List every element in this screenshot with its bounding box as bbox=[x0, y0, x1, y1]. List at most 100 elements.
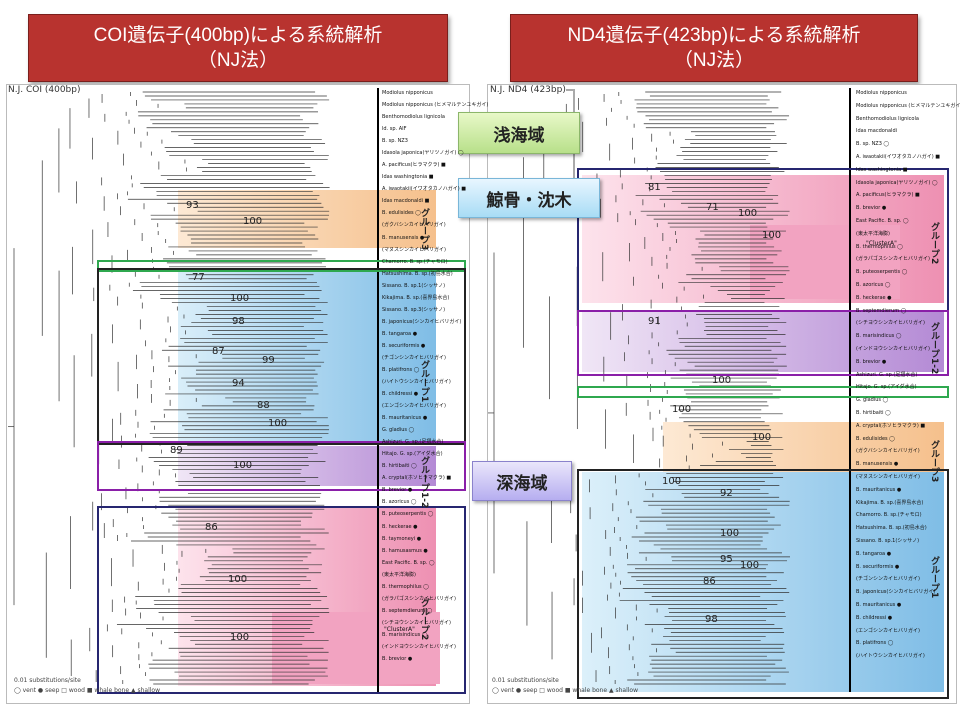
species-label: (ガクバシンカイヒバリガイ) bbox=[856, 448, 920, 455]
species-label: B. sp. NZ3 bbox=[382, 138, 408, 145]
species-label: B. japonicus(シンカイヒバリガイ) bbox=[856, 589, 936, 596]
species-label: A. iwaotakii(イワオタカノハガイ) ■ bbox=[382, 186, 467, 193]
species-label: B. hirtibaiti ◯ bbox=[856, 410, 891, 416]
species-label: B. heckerae ● bbox=[856, 294, 892, 301]
species-label: B. edulisides ◯ bbox=[856, 435, 895, 442]
species-label: (シチヨウシンカイヒバリガイ) bbox=[382, 619, 451, 626]
coi-bootstrap: 100 bbox=[243, 216, 263, 227]
nd4-group12-box bbox=[577, 310, 949, 376]
species-label: B. mauritanicus ● bbox=[856, 486, 902, 493]
species-label: B. japonicus(シンカイヒバリガイ) bbox=[382, 318, 462, 325]
species-label: B. thermophilus ◯ bbox=[382, 583, 429, 590]
species-label: B. tangaroa ● bbox=[856, 550, 892, 557]
species-label: B. mauritanicus ● bbox=[382, 415, 428, 422]
species-label: B. childressi ● bbox=[856, 614, 893, 621]
species-label: B. septemdierum ◯ bbox=[382, 607, 433, 614]
coi-bootstrap: 88 bbox=[257, 400, 270, 411]
coi-bootstrap: 100 bbox=[230, 293, 250, 304]
nd4-bootstrap: 81 bbox=[648, 182, 661, 193]
nd4-group12-label: グループ1-2 bbox=[929, 322, 939, 375]
species-label: Sissano. B. sp.3(シッサノ) bbox=[382, 306, 446, 313]
nd4-bootstrap: 98 bbox=[705, 614, 718, 625]
species-label: B. sp. NZ3 ◯ bbox=[856, 141, 890, 148]
coi-banner-title: COI遺伝子(400bp)による系統解析 bbox=[93, 25, 383, 46]
species-label: Modiolus nipponicus bbox=[856, 90, 907, 96]
species-label: B. manusensis ● bbox=[382, 234, 425, 241]
coi-group12-label: グループ1-2 bbox=[419, 456, 429, 509]
coi-cold-seep-band bbox=[97, 260, 466, 272]
nd4-bootstrap: 92 bbox=[720, 488, 733, 499]
species-label: B. heckerae ● bbox=[382, 523, 418, 530]
nd4-group1-label: グループ1 bbox=[929, 556, 939, 599]
coi-group12-background bbox=[178, 446, 436, 486]
species-label: Ashizuri. G. sp.(足摺水合) bbox=[382, 439, 444, 446]
species-label: (エンゴシンカイヒバリガイ) bbox=[382, 403, 446, 410]
coi-group2-box bbox=[97, 506, 466, 694]
coi-bootstrap: 89 bbox=[170, 445, 183, 456]
species-label: B. marisindicus ◯ bbox=[856, 333, 902, 340]
nd4-group1-background bbox=[582, 472, 944, 692]
species-label: (インドヨウシンカイヒバリガイ) bbox=[856, 346, 930, 352]
nd4-group2-label: グループ2 bbox=[929, 222, 939, 265]
coi-bootstrap: 77 bbox=[192, 272, 205, 283]
coi-bootstrap: 94 bbox=[232, 378, 245, 389]
species-label: A. cryptal(ホソヒラマクラ) ■ bbox=[856, 422, 926, 429]
species-label: A. iwaotakii(イワオタカノハガイ) ■ bbox=[856, 154, 941, 160]
nd4-bootstrap: 100 bbox=[740, 560, 760, 571]
species-label: B. manusensis ● bbox=[856, 461, 899, 468]
species-label: B. brevior ● bbox=[856, 358, 887, 365]
nd4-bootstrap: 100 bbox=[752, 432, 772, 443]
species-label: Chamorro. B. sp.(チャモロ) bbox=[382, 258, 448, 265]
species-label: East Pacific. B. sp. ◯ bbox=[856, 218, 909, 224]
species-label: B. taymoneyi ● bbox=[382, 535, 422, 542]
species-label: (マヌスシンカイヒバリガイ) bbox=[382, 246, 446, 253]
species-label: B. securiformis ● bbox=[856, 563, 900, 570]
species-label: B. azoricus ◯ bbox=[382, 499, 417, 506]
species-label: B. edulisides ◯ bbox=[382, 210, 421, 217]
species-label: (ガラパゴスシンカイヒバリガイ) bbox=[856, 256, 930, 263]
nd4-clusterA-label: "ClusterA" bbox=[866, 240, 897, 247]
species-label: (シチヨウシンカイヒバリガイ) bbox=[856, 320, 925, 327]
species-label: (マヌスシンカイヒバリガイ) bbox=[856, 474, 920, 480]
coi-bootstrap: 86 bbox=[205, 522, 218, 533]
nd4-bootstrap: 100 bbox=[672, 404, 692, 415]
species-label: B. puteoserpentis ◯ bbox=[382, 511, 434, 518]
species-label: Idas washingtonia ■ bbox=[382, 174, 434, 181]
coi-group2-label: グループ2 bbox=[419, 598, 429, 641]
species-label: Chamorro. B. sp.(チャモロ) bbox=[856, 512, 922, 519]
species-label: Hitajo. G. sp.(アイダ水合) bbox=[856, 384, 917, 391]
species-label: Sissano. B. sp.1(シッサノ) bbox=[856, 538, 920, 544]
species-label: G. gladius ◯ bbox=[382, 427, 415, 434]
nd4-bootstrap: 100 bbox=[720, 528, 740, 539]
coi-group1-label: グループ1 bbox=[419, 360, 429, 403]
species-label: A. pacificus(ヒラマクラ) ■ bbox=[856, 192, 920, 199]
species-label: B. puteoserpentis ◯ bbox=[856, 269, 908, 276]
species-label: Ashizuri. G. sp.(足摺水合) bbox=[856, 371, 918, 378]
species-label: (インドヨウシンカイヒバリガイ) bbox=[382, 643, 456, 650]
species-label: Modiolus nipponicus (ヒメマルテンユキガイ) bbox=[382, 102, 489, 109]
species-label: B. brevior ● bbox=[856, 205, 887, 212]
coi-group3-label: グループ3 bbox=[419, 208, 429, 251]
species-label: (エンゴシンカイヒバリガイ) bbox=[856, 627, 920, 634]
coi-bootstrap: 87 bbox=[212, 346, 225, 357]
nd4-bootstrap: 86 bbox=[703, 576, 716, 587]
species-label: B. thermophilus ◯ bbox=[856, 243, 903, 250]
species-label: Kikajima. B. sp.(喜界島水合) bbox=[382, 294, 450, 301]
coi-scale-legend: 0.01 substitutions/site bbox=[14, 677, 81, 684]
species-label: Modiolus nipponicus (ヒメマルテンユキガイ) bbox=[856, 102, 960, 109]
nd4-tree-branches bbox=[488, 91, 790, 685]
species-label: (チゴンシンカイヒバリガイ) bbox=[856, 576, 920, 583]
nd4-bootstrap: 100 bbox=[712, 375, 732, 386]
species-label: Kikajima. B. sp.(喜界島水合) bbox=[856, 499, 924, 506]
coi-bootstrap: 100 bbox=[233, 460, 253, 471]
species-label: A. pacificus(ヒラマクラ) ■ bbox=[382, 162, 446, 169]
coi-habitat-legend: ◯ vent ● seep □ wood ■ whale bone ▲ shal… bbox=[14, 687, 160, 694]
coi-bootstrap: 98 bbox=[232, 316, 245, 327]
species-label: Idas macdonaldi bbox=[856, 128, 898, 135]
species-label: (チゴンシンカイヒバリガイ) bbox=[382, 354, 446, 361]
species-label: (東太平洋海膨) bbox=[856, 230, 890, 237]
coi-clusterA-label: "ClusterA" bbox=[384, 626, 415, 633]
species-label: B. hirtibaiti ◯ bbox=[382, 463, 417, 470]
shallow-sea-tag: 浅海域 bbox=[458, 112, 580, 154]
deep-sea-tag: 深海域 bbox=[472, 461, 572, 501]
